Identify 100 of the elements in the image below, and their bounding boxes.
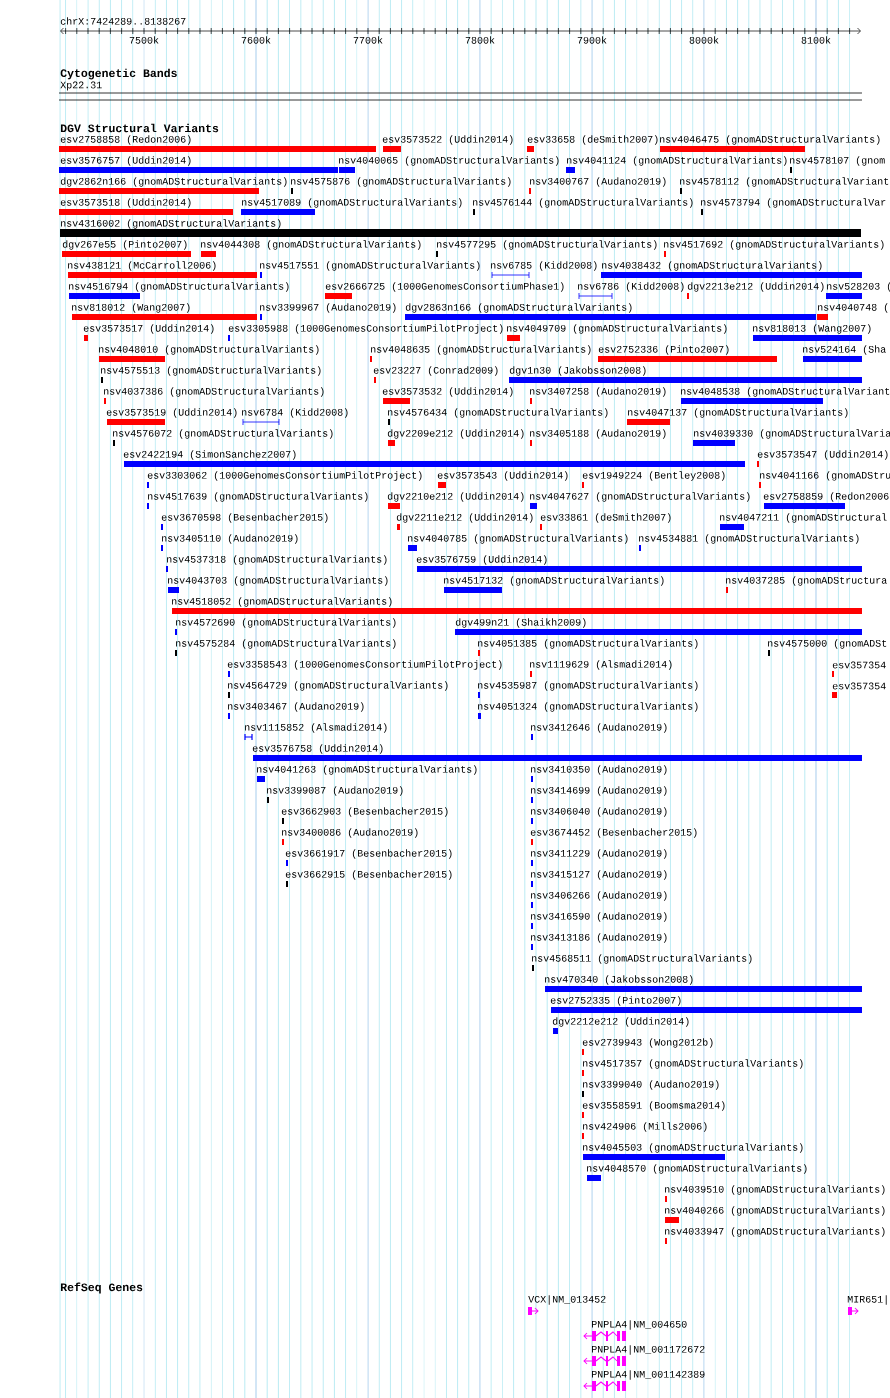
variant-label: nsv3399040 (Audano2019)	[583, 1080, 719, 1090]
variant-label: nsv4517551 (gnomADStructuralVariants)	[260, 261, 480, 271]
variant-label: nsv6784 (Kidd2008)	[242, 408, 348, 418]
variant-label: nsv4051324 (gnomADStructuralVariants)	[478, 702, 698, 712]
variant-label: dgv2863n166 (gnomADStructuralVariants)	[405, 303, 632, 313]
variant-label: nsv528203 (	[827, 282, 890, 292]
variant-label: nsv3405188 (Audano2019)	[530, 429, 666, 439]
variant-label: nsv3406266 (Audano2019)	[531, 891, 667, 901]
variant-label: esv3573547 (Uddin2014)	[757, 450, 888, 460]
variant-label: esv23227 (Conrad2009)	[373, 366, 498, 376]
variant-label: esv3661917 (Besenbacher2015)	[285, 849, 452, 859]
variant-label: nsv4049709 (gnomADStructuralVariants)	[507, 324, 727, 334]
variant-label: nsv4047137 (gnomADStructuralVariants)	[628, 408, 848, 418]
track-title: RefSeq Genes	[60, 1282, 143, 1294]
variant-label: nsv4577295 (gnomADStructuralVariants)	[437, 240, 657, 250]
variant-label: dgv2212e212 (Uddin2014)	[552, 1017, 689, 1027]
variant-label: nsv4534881 (gnomADStructuralVariants)	[639, 534, 859, 544]
variant-label: esv3573517 (Uddin2014)	[83, 324, 214, 334]
variant-label: nsv4046475 (gnomADStructuralVariants)	[660, 135, 880, 145]
variant-label: esv2752335 (Pinto2007)	[550, 996, 681, 1006]
variant-label: nsv4575284 (gnomADStructuralVariants)	[176, 639, 396, 649]
variant-label: nsv4040748 (	[818, 303, 888, 313]
band-label: Xp22.31	[60, 81, 102, 91]
variant-label: nsv4517639 (gnomADStructuralVariants)	[148, 492, 368, 502]
variant-label: esv33861 (deSmith2007)	[540, 513, 671, 523]
variant-label: nsv4537318 (gnomADStructuralVariants)	[167, 555, 387, 565]
variant-label: nsv3415127 (Audano2019)	[531, 870, 667, 880]
variant-label: nsv4573794 (gnomADStructuralVar	[701, 198, 886, 208]
variant-label: nsv3413186 (Audano2019)	[531, 933, 667, 943]
variant-label: esv3305988 (1000GenomesConsortiumPilotProject)	[228, 324, 503, 334]
axis-label: 7800k	[465, 36, 495, 44]
variant-label: nsv4037285 (gnomADStructura	[726, 576, 887, 586]
variant-label: nsv3414699 (Audano2019)	[531, 786, 667, 796]
variant-label: nsv4517357 (gnomADStructuralVariants)	[583, 1059, 803, 1069]
gene-label: VCX|NM_013452	[528, 1295, 606, 1305]
variant-label: nsv4040785 (gnomADStructuralVariants)	[408, 534, 628, 544]
gene-label: PNPLA4|NM_001142389	[592, 1370, 705, 1380]
variant-label: nsv4517692 (gnomADStructuralVariants)	[664, 240, 884, 250]
variant-label: nsv4043703 (gnomADStructuralVariants)	[168, 576, 388, 586]
variant-label: esv3674452 (Besenbacher2015)	[530, 828, 697, 838]
variant-label: dgv2862n166 (gnomADStructuralVariants)	[60, 177, 287, 187]
variant-label: esv3573522 (Uddin2014)	[382, 135, 513, 145]
variant-label: esv357354	[832, 661, 886, 669]
variant-label: nsv4051385 (gnomADStructuralVariants)	[478, 639, 698, 649]
variant-label: esv3576758 (Uddin2014)	[252, 744, 383, 754]
gene-label: MIR651|	[847, 1295, 887, 1305]
variant-label: nsv4047211 (gnomADStructural	[720, 513, 887, 523]
variant-label: dgv2209e212 (Uddin2014)	[387, 429, 524, 439]
variant-label: nsv6785 (Kidd2008)	[491, 261, 597, 271]
variant-label: nsv4041124 (gnomADStructuralVariants)	[567, 156, 787, 166]
variant-label: nsv4576072 (gnomADStructuralVariants)	[113, 429, 333, 439]
variant-label: nsv3412646 (Audano2019)	[531, 723, 667, 733]
variant-label: esv3303062 (1000GenomesConsortiumPilotProject)	[147, 471, 422, 481]
variant-label: esv3670598 (Besenbacher2015)	[161, 513, 328, 523]
variant-label: esv2758859 (Redon2006	[763, 492, 889, 502]
variant-label: nsv4316002 (gnomADStructuralVariants)	[61, 219, 281, 229]
variant-label: nsv4568511 (gnomADStructuralVariants)	[532, 954, 752, 964]
variant-label: nsv3406040 (Audano2019)	[531, 807, 667, 817]
variant-label: nsv4041263 (gnomADStructuralVariants)	[257, 765, 477, 775]
variant-label: nsv818012 (Wang2007)	[72, 303, 190, 313]
variant-label: nsv4572690 (gnomADStructuralVariants)	[176, 618, 396, 628]
variant-label: nsv3416590 (Audano2019)	[531, 912, 667, 922]
variant-label: nsv4044308 (gnomADStructuralVariants)	[201, 240, 421, 250]
variant-label: nsv4564729 (gnomADStructuralVariants)	[228, 681, 448, 691]
variant-label: nsv438121 (McCarroll2006)	[68, 261, 216, 271]
variant-label: esv3573518 (Uddin2014)	[60, 198, 191, 208]
variant-label: nsv4578112 (gnomADStructuralVariant	[680, 177, 889, 187]
axis-label: 7900k	[577, 36, 607, 44]
variant-label: esv2739943 (Wong2012b)	[582, 1038, 713, 1048]
variant-label: esv357354	[832, 682, 886, 690]
variant-label: nsv4575876 (gnomADStructuralVariants)	[291, 177, 511, 187]
variant-label: dgv499n21 (Shaikh2009)	[455, 618, 586, 628]
variant-label: dgv2211e212 (Uddin2014)	[396, 513, 533, 523]
variant-label: nsv3400767 (Audano2019)	[530, 177, 666, 187]
variant-label: nsv4516794 (gnomADStructuralVariants)	[69, 282, 289, 292]
variant-label: nsv4576434 (gnomADStructuralVariants)	[388, 408, 608, 418]
variant-label: nsv4040266 (gnomADStructuralVariants)	[665, 1206, 885, 1216]
axis-label: 7500k	[129, 36, 159, 44]
variant-label: nsv470340 (Jakobsson2008)	[545, 975, 693, 985]
variant-label: nsv4048570 (gnomADStructuralVariants)	[587, 1164, 807, 1174]
variant-label: nsv4048538 (gnomADStructuralVariant	[681, 387, 890, 397]
variant-label: nsv3410350 (Audano2019)	[531, 765, 667, 775]
variant-label: dgv2213e212 (Uddin2014)	[687, 282, 824, 292]
variant-label: nsv4039510 (gnomADStructuralVariants)	[665, 1185, 885, 1195]
variant-label: nsv1119629 (Alsmadi2014)	[530, 660, 672, 670]
variant-label: esv2422194 (SimonSanchez2007)	[123, 450, 296, 460]
variant-label: nsv4535987 (gnomADStructuralVariants)	[478, 681, 698, 691]
variant-label: nsv4518052 (gnomADStructuralVariants)	[172, 597, 392, 607]
variant-label: nsv3411229 (Audano2019)	[531, 849, 667, 859]
variant-label: nsv6786 (Kidd2008)	[578, 282, 684, 292]
variant-label: dgv1n30 (Jakobsson2008)	[509, 366, 646, 376]
variant-label: esv2752336 (Pinto2007)	[598, 345, 729, 355]
axis-label: 8000k	[689, 36, 719, 44]
variant-label: nsv4576144 (gnomADStructuralVariants)	[473, 198, 693, 208]
variant-label: nsv3403467 (Audano2019)	[228, 702, 364, 712]
variant-label: esv3573543 (Uddin2014)	[437, 471, 568, 481]
track-title: DGV Structural Variants	[60, 123, 219, 133]
variant-label: nsv4037386 (gnomADStructuralVariants)	[104, 387, 324, 397]
variant-label: nsv3399087 (Audano2019)	[267, 786, 403, 796]
variant-label: nsv4033947 (gnomADStructuralVariants)	[665, 1227, 885, 1237]
